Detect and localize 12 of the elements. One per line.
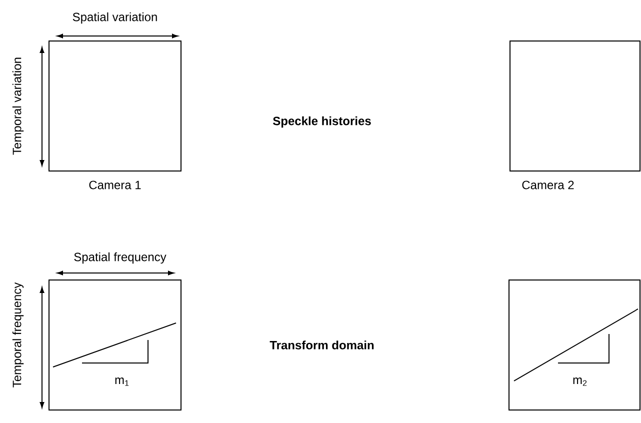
panel-title: Speckle histories (273, 116, 371, 128)
axis-label: Temporal frequency (12, 282, 24, 388)
camera-label: Camera 2 (522, 180, 574, 190)
camera-label: Camera 1 (89, 180, 141, 190)
panel-title: Transform domain (270, 340, 374, 350)
plot-frame (510, 40, 640, 172)
axis-label: Temporal variation (12, 58, 24, 155)
plot-frame: m$_{1}$ (48, 280, 182, 410)
axis-label: Spatial variation (72, 12, 157, 24)
axis-label: Spatial frequency (74, 252, 166, 264)
plot-frame: m$_{2}$ (508, 280, 640, 410)
plot-frame (48, 40, 182, 172)
